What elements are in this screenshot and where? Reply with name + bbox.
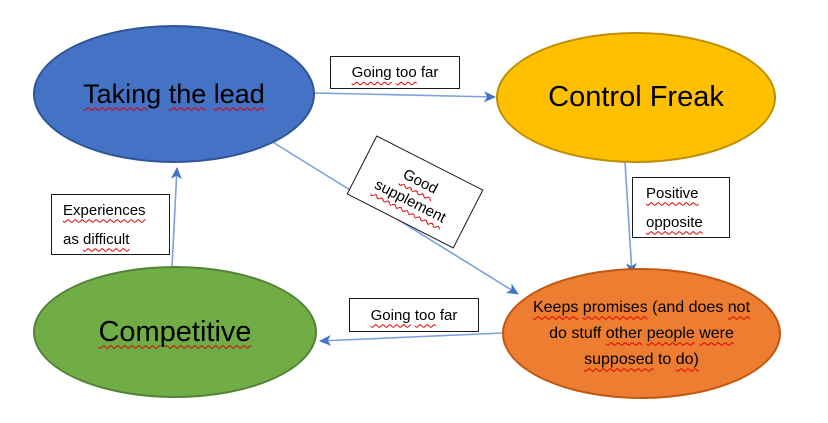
word-run	[206, 79, 214, 109]
misspelled-word: promises	[582, 298, 648, 316]
misspelled-word: were	[699, 324, 734, 342]
word-run: as	[63, 230, 84, 248]
edge-label-text: Positive	[646, 179, 729, 208]
edge-label-text: Going too far	[371, 307, 458, 324]
node-keeps-promises[interactable]: Keeps promises (and does not do stuff ot…	[502, 268, 781, 399]
misspelled-word: other	[605, 324, 643, 342]
word-run: far	[435, 306, 458, 324]
misspelled-word: lead	[213, 78, 265, 109]
word-run: do stuff	[549, 324, 606, 342]
word-run: far	[416, 64, 439, 81]
edge-label-positive-opposite[interactable]: Positive opposite	[632, 177, 730, 238]
node-competitive[interactable]: Competitive	[33, 266, 317, 398]
edge-label-going-too-far-bottom[interactable]: Going too far	[349, 298, 479, 332]
connector-keeps-to-competitive[interactable]	[319, 332, 504, 347]
edge-label-going-too-far-top[interactable]: Going too far	[330, 56, 460, 89]
node-competitive-label: Competitive	[98, 316, 251, 349]
misspelled-word: difficult	[83, 230, 130, 248]
word-run	[161, 79, 169, 109]
edge-label-text: as difficult	[63, 225, 169, 254]
misspelled-word: do)	[675, 350, 699, 368]
misspelled-word: Positive	[646, 184, 699, 202]
edge-label-text: opposite	[646, 208, 729, 237]
misspelled-word: opposite	[646, 213, 703, 231]
misspelled-word: the	[168, 78, 207, 109]
node-keeps-promises-line-2: do stuff other people were	[549, 321, 734, 347]
misspelled-word: Experiences	[63, 201, 146, 219]
misspelled-word: Keeps	[532, 298, 579, 316]
word-run: Control Freak	[548, 81, 724, 113]
node-taking-the-lead-label: Taking the lead	[83, 79, 265, 110]
node-taking-the-lead[interactable]: Taking the lead	[33, 25, 315, 163]
misspelled-word: supposed	[584, 350, 654, 368]
node-control-freak[interactable]: Control Freak	[496, 32, 776, 163]
node-keeps-promises-line-3: supposed to do)	[584, 347, 699, 373]
word-run: to	[653, 350, 676, 368]
misspelled-word: people	[646, 324, 695, 342]
word-run: (and does	[647, 298, 728, 316]
misspelled-word: Taking	[83, 78, 162, 109]
connector-taking-to-control[interactable]	[313, 91, 496, 103]
misspelled-word: Going	[370, 306, 411, 324]
misspelled-word: Going	[351, 64, 392, 81]
edge-label-text: Experiences	[63, 196, 169, 225]
misspelled-word: too	[395, 64, 417, 81]
node-control-freak-label: Control Freak	[548, 81, 724, 114]
edge-label-experiences-as-difficult[interactable]: Experiences as difficult	[51, 194, 170, 255]
misspelled-word: Competitive	[98, 315, 252, 348]
node-keeps-promises-line-1: Keeps promises (and does not	[533, 295, 750, 321]
edge-label-text: Going too far	[352, 64, 439, 81]
misspelled-word: not	[727, 298, 751, 316]
misspelled-word: too	[414, 306, 436, 324]
connector-control-to-keeps[interactable]	[624, 161, 637, 275]
connector-competitive-to-taking[interactable]	[170, 167, 182, 268]
